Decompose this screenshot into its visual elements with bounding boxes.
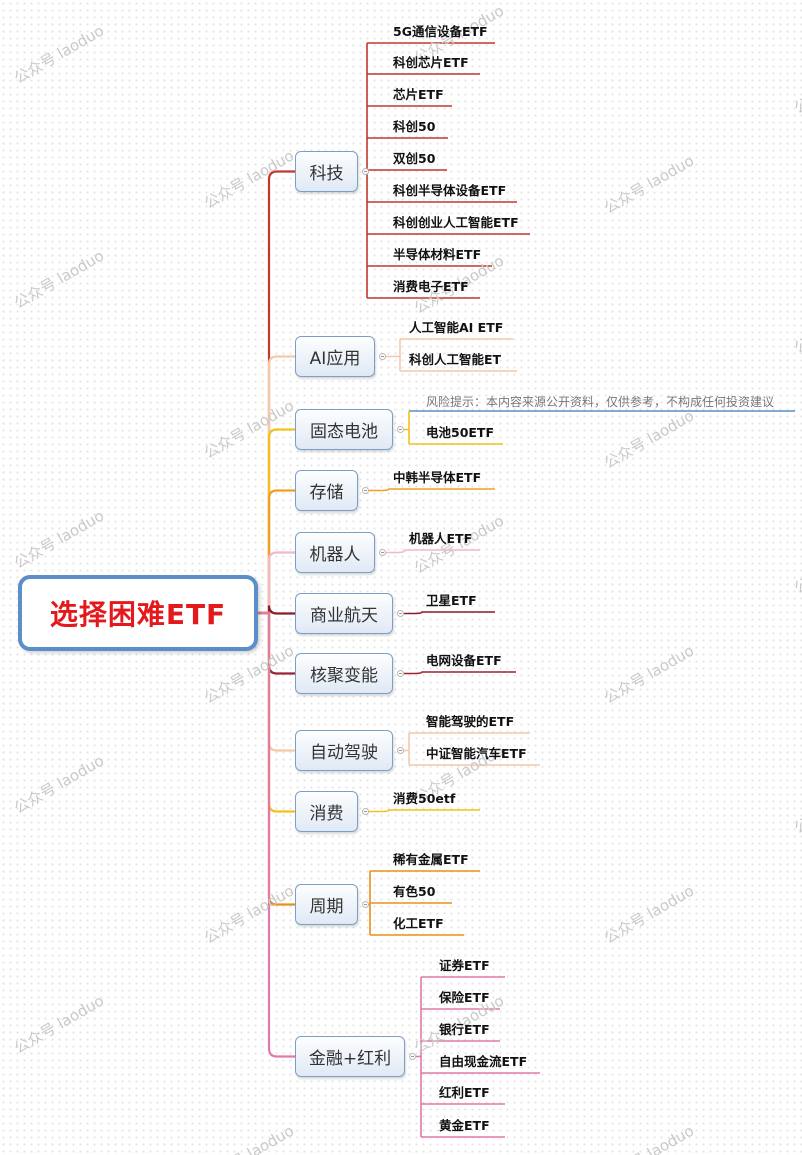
collapse-toggle-icon[interactable] [362, 168, 369, 175]
leaf-item[interactable]: 智能驾驶的ETF [426, 714, 515, 729]
collapse-toggle-icon[interactable] [362, 487, 369, 494]
category-label: 商业航天 [310, 606, 378, 626]
leaf-item[interactable]: 中证智能汽车ETF [426, 746, 527, 761]
category-node[interactable]: 金融+红利 [295, 1036, 405, 1077]
leaf-item[interactable]: 科创人工智能ET [409, 352, 502, 367]
connector-curve [404, 671, 516, 675]
connector-curve [258, 611, 295, 675]
leaf-item[interactable]: 科创芯片ETF [393, 55, 469, 70]
category-node[interactable]: 科技 [295, 151, 358, 192]
category-node[interactable]: 核聚变能 [295, 653, 393, 694]
leaf-item[interactable]: 消费50etf [393, 791, 456, 806]
watermark-text: 公众号 laoduo [11, 751, 108, 818]
watermark-text: 公众号 laoduo [11, 991, 108, 1058]
collapse-toggle-icon[interactable] [379, 549, 386, 556]
connector-curve [258, 611, 295, 1058]
category-label: AI应用 [309, 349, 361, 369]
connector-curve [258, 605, 295, 615]
leaf-item[interactable]: 科创创业人工智能ETF [393, 215, 519, 230]
leaf-item[interactable]: 消费电子ETF [393, 279, 469, 294]
collapse-toggle-icon[interactable] [397, 426, 404, 433]
category-label: 固态电池 [310, 422, 378, 442]
collapse-toggle-icon[interactable] [362, 808, 369, 815]
collapse-toggle-icon[interactable] [379, 353, 386, 360]
category-label: 消费 [309, 804, 344, 824]
leaf-item[interactable]: 电池50ETF [426, 425, 494, 440]
leaf-item[interactable]: 稀有金属ETF [393, 852, 469, 867]
connector-curve [386, 549, 480, 554]
category-label: 机器人 [309, 545, 361, 565]
category-label: 科技 [309, 164, 344, 184]
root-title: 选择困难ETF [49, 598, 227, 631]
category-node[interactable]: 存储 [295, 470, 358, 511]
connector-curve [369, 488, 495, 492]
leaf-item[interactable]: 红利ETF [439, 1085, 490, 1100]
collapse-toggle-icon[interactable] [362, 901, 369, 908]
connector-curve [258, 611, 295, 752]
category-node[interactable]: 消费 [295, 791, 358, 832]
watermark-text: 公众号 laoduo [11, 21, 108, 88]
collapse-toggle-icon[interactable] [409, 1053, 416, 1060]
leaf-item[interactable]: 有色50 [393, 884, 436, 899]
watermark-text: 公众号 laoduo [601, 1121, 698, 1155]
leaf-item[interactable]: 电网设备ETF [426, 653, 502, 668]
category-label: 核聚变能 [310, 666, 378, 686]
connector-curve [258, 611, 295, 906]
leaf-item[interactable]: 双创50 [393, 151, 436, 166]
risk-note: 风险提示：本内容来源公开资料，仅供参考，不构成任何投资建议 [426, 395, 775, 409]
watermark-text: 公众号 laoduo [201, 396, 298, 463]
category-node[interactable]: 自动驾驶 [295, 730, 393, 771]
leaf-item[interactable]: 芯片ETF [393, 87, 444, 102]
leaf-item[interactable]: 人工智能AI ETF [409, 320, 504, 335]
watermark-text: 公众号 laoduo [601, 406, 698, 473]
connector-curve [258, 489, 295, 615]
category-label: 周期 [309, 897, 344, 917]
watermark-text: 公众号 laoduo [791, 291, 802, 358]
leaf-item[interactable]: 科创半导体设备ETF [393, 183, 507, 198]
leaf-item[interactable]: 卫星ETF [426, 593, 477, 608]
watermark-text: 公众号 laoduo [791, 771, 802, 838]
leaf-item[interactable]: 保险ETF [439, 990, 490, 1005]
category-label: 自动驾驶 [310, 743, 378, 763]
connector-curve [258, 170, 295, 615]
leaf-item[interactable]: 证券ETF [439, 958, 490, 973]
connector-curve [258, 551, 295, 615]
category-node[interactable]: 机器人 [295, 532, 375, 573]
leaf-item[interactable]: 化工ETF [393, 916, 444, 931]
leaf-item[interactable]: 黄金ETF [439, 1118, 490, 1133]
watermark-text: 公众号 laoduo [11, 246, 108, 313]
watermark-text: 公众号 laoduo [11, 506, 108, 573]
watermark-text: 公众号 laoduo [791, 51, 802, 118]
watermark-text: 公众号 laoduo [601, 641, 698, 708]
leaf-item[interactable]: 科创50 [393, 119, 436, 134]
connector-curve [258, 611, 295, 813]
leaf-item[interactable]: 银行ETF [439, 1022, 490, 1037]
leaf-item[interactable]: 半导体材料ETF [393, 247, 482, 262]
collapse-toggle-icon[interactable] [397, 670, 404, 677]
watermark-text: 公众号 laoduo [201, 146, 298, 213]
leaf-item[interactable]: 中韩半导体ETF [393, 470, 482, 485]
category-label: 存储 [309, 483, 344, 503]
category-node[interactable]: 固态电池 [295, 409, 393, 450]
watermark-text: 公众号 laoduo [791, 531, 802, 598]
connector-curve [369, 809, 480, 813]
watermark-text: 公众号 laoduo [201, 881, 298, 948]
leaf-item[interactable]: 5G通信设备ETF [393, 24, 488, 39]
category-label: 金融+红利 [308, 1049, 392, 1069]
leaf-item[interactable]: 机器人ETF [409, 531, 473, 546]
collapse-toggle-icon[interactable] [397, 610, 404, 617]
connector-curve [258, 355, 295, 615]
root-node[interactable]: 选择困难ETF [18, 575, 258, 651]
leaf-item[interactable]: 自由现金流ETF [439, 1054, 528, 1069]
watermark-text: 公众号 laoduo [201, 1121, 298, 1155]
collapse-toggle-icon[interactable] [397, 747, 404, 754]
watermark-text: 公众号 laoduo [601, 151, 698, 218]
connector-curve [404, 611, 495, 615]
category-node[interactable]: 周期 [295, 884, 358, 925]
category-node[interactable]: 商业航天 [295, 593, 393, 634]
watermark-text: 公众号 laoduo [601, 881, 698, 948]
connector-curve [258, 428, 295, 615]
category-node[interactable]: AI应用 [295, 336, 375, 377]
